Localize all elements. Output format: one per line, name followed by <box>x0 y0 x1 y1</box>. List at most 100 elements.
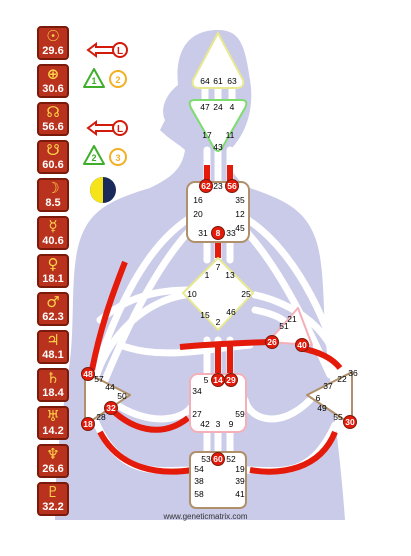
planet-moon: ☽8.5 <box>37 178 69 212</box>
moon-icon: ☽ <box>46 179 60 197</box>
planet-mars: ♂62.3 <box>37 292 69 326</box>
active-gate-marker <box>81 367 95 381</box>
gate-13: 13 <box>225 270 235 280</box>
gate-33: 33 <box>226 228 236 238</box>
gate-27: 27 <box>192 409 202 419</box>
top-triangle-two: 2 <box>115 75 120 85</box>
gate-48: 48 <box>83 369 93 379</box>
gate-29: 29 <box>226 375 236 385</box>
planet-north-node: ☊56.6 <box>37 102 69 136</box>
planet-value: 56.6 <box>42 121 64 133</box>
neptune-icon: ♆ <box>46 445 60 463</box>
gate-56: 56 <box>227 181 237 191</box>
gate-2: 2 <box>216 317 221 327</box>
g-center <box>182 257 254 331</box>
gate-20: 20 <box>193 209 203 219</box>
planet-value: 30.6 <box>42 83 64 95</box>
mercury-icon: ☿ <box>48 217 58 235</box>
gate-15: 15 <box>200 310 210 320</box>
pluto-icon: ♇ <box>46 483 60 501</box>
gate-44: 44 <box>105 382 115 392</box>
gate-24: 24 <box>213 102 223 112</box>
north-node-icon: ☊ <box>46 103 60 121</box>
gate-63: 63 <box>227 76 237 86</box>
planet-pluto: ♇32.2 <box>37 482 69 516</box>
gate-9: 9 <box>229 419 234 429</box>
footer-url: www.geneticmatrix.com <box>163 512 248 521</box>
planet-value: 14.2 <box>42 425 64 437</box>
gate-25: 25 <box>241 289 251 299</box>
gate-5: 5 <box>204 375 209 385</box>
active-gate-marker <box>265 335 279 349</box>
gate-37: 37 <box>323 381 333 391</box>
gate-21: 21 <box>287 314 297 324</box>
gate-17: 17 <box>202 130 212 140</box>
planet-mercury: ☿40.6 <box>37 216 69 250</box>
gate-62: 62 <box>201 181 211 191</box>
gate-55: 55 <box>333 412 343 422</box>
gate-36: 36 <box>348 368 358 378</box>
gate-53: 53 <box>201 454 211 464</box>
gate-23: 23 <box>213 181 223 191</box>
gate-47: 47 <box>200 102 210 112</box>
gate-40: 40 <box>297 340 307 350</box>
top-variable-triangles: 1 2 <box>83 68 127 88</box>
planet-value: 29.6 <box>42 45 64 57</box>
planet-earth: ⊕30.6 <box>37 64 69 98</box>
active-gate-marker <box>343 415 357 429</box>
planet-value: 40.6 <box>42 235 64 247</box>
bottom-arrow-icon: L <box>86 120 128 136</box>
gate-22: 22 <box>337 374 347 384</box>
sun-icon: ☉ <box>46 27 60 45</box>
gate-10: 10 <box>187 289 197 299</box>
gate-46: 46 <box>226 307 236 317</box>
gate-59: 59 <box>235 409 245 419</box>
planet-sun: ☉29.6 <box>37 26 69 60</box>
bottom-triangle-one: 2 <box>91 153 96 163</box>
south-node-icon: ☋ <box>46 141 60 159</box>
mars-icon: ♂ <box>46 293 60 311</box>
gate-1: 1 <box>205 270 210 280</box>
planet-value: 62.3 <box>42 311 64 323</box>
planet-value: 18.1 <box>42 273 64 285</box>
bottom-arrow-label: L <box>117 124 123 135</box>
throat-center <box>186 181 250 243</box>
active-gate-marker <box>81 417 95 431</box>
gate-4: 4 <box>230 102 235 112</box>
earth-icon: ⊕ <box>46 65 60 83</box>
active-gate-marker <box>199 179 213 193</box>
planet-jupiter: ♃48.1 <box>37 330 69 364</box>
moon-phase-icon <box>90 177 116 203</box>
gate-41: 41 <box>235 489 245 499</box>
ajna-center <box>188 99 248 152</box>
gate-11: 11 <box>226 130 235 140</box>
gate-34: 34 <box>192 386 202 396</box>
gate-52: 52 <box>226 454 236 464</box>
gate-3: 3 <box>216 419 221 429</box>
top-triangle-one: 1 <box>91 76 96 86</box>
planet-neptune: ♆26.6 <box>37 444 69 478</box>
planet-value: 32.2 <box>42 501 64 513</box>
gate-19: 19 <box>235 464 245 474</box>
solar-center <box>306 371 353 426</box>
gate-28: 28 <box>96 412 106 422</box>
top-arrow-icon: L <box>86 42 128 58</box>
planet-south-node: ☋60.6 <box>37 140 69 174</box>
gate-49: 49 <box>317 403 327 413</box>
active-gate-marker <box>211 452 225 466</box>
gate-32: 32 <box>106 403 116 413</box>
bottom-variable-triangles: 2 3 <box>83 145 127 166</box>
planet-saturn: ♄18.4 <box>37 368 69 402</box>
gate-35: 35 <box>235 195 245 205</box>
gate-14: 14 <box>213 375 223 385</box>
active-gate-marker <box>104 401 118 415</box>
gate-38: 38 <box>194 476 204 486</box>
gate-26: 26 <box>267 337 277 347</box>
gate-12: 12 <box>235 209 245 219</box>
gate-61: 61 <box>213 76 223 86</box>
gate-8: 8 <box>216 228 221 238</box>
gate-54: 54 <box>194 464 204 474</box>
heart-center <box>267 307 313 346</box>
jupiter-icon: ♃ <box>46 331 60 349</box>
